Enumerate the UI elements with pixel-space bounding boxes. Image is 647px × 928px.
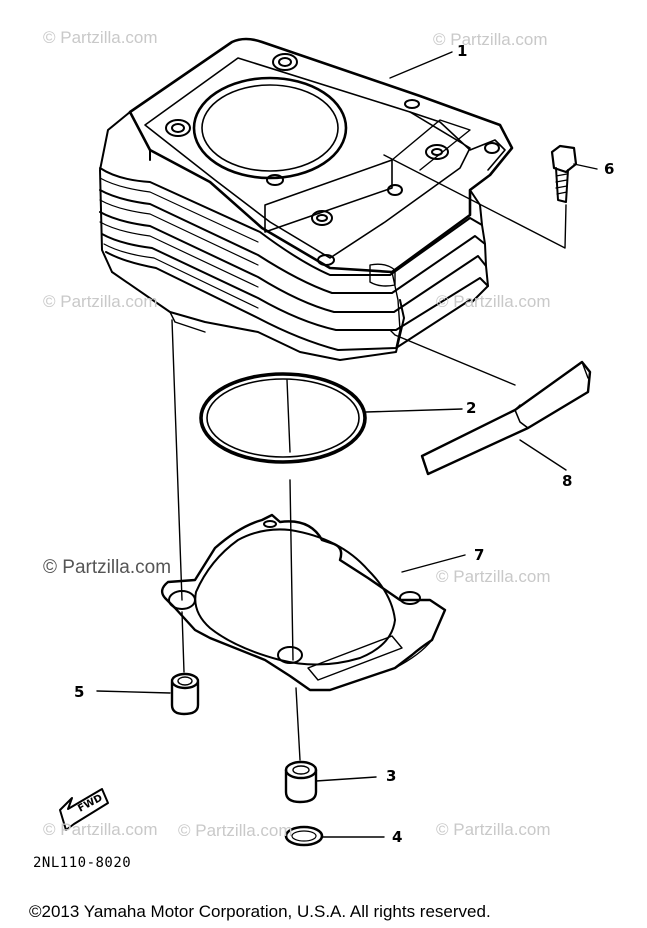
copyright-notice: ©2013 Yamaha Motor Corporation, U.S.A. A… bbox=[29, 902, 491, 921]
guide-stopper bbox=[420, 360, 592, 476]
callout-part-5: 5 bbox=[74, 683, 85, 701]
callout-part-8: 8 bbox=[562, 472, 573, 490]
watermark: © Partzilla.com bbox=[436, 567, 551, 586]
base-gasket bbox=[160, 513, 447, 692]
callout-part-1: 1 bbox=[457, 42, 468, 60]
watermark: © Partzilla.com bbox=[43, 820, 158, 839]
callout-part-2: 2 bbox=[466, 399, 477, 417]
cylinder-block bbox=[99, 37, 514, 361]
leader-lines bbox=[96, 51, 598, 838]
watermark: © Partzilla.com bbox=[43, 292, 158, 311]
o-ring bbox=[199, 372, 367, 464]
dowel-pin-5 bbox=[170, 672, 200, 716]
watermark: © Partzilla.com bbox=[433, 30, 548, 49]
watermark: © Partzilla.com bbox=[436, 820, 551, 839]
watermark: © Partzilla.com bbox=[43, 557, 172, 578]
watermark: © Partzilla.com bbox=[436, 292, 551, 311]
callout-part-6: 6 bbox=[604, 160, 615, 178]
dowel-pin-3 bbox=[284, 760, 318, 804]
diagram-part-code: 2NL110-8020 bbox=[33, 855, 132, 871]
callout-part-3: 3 bbox=[386, 767, 397, 785]
bolt bbox=[550, 144, 578, 203]
alignment-lines bbox=[171, 154, 567, 761]
callout-part-4: 4 bbox=[392, 828, 403, 846]
callout-part-7: 7 bbox=[474, 546, 485, 564]
watermark: © Partzilla.com bbox=[178, 821, 293, 840]
small-o-ring bbox=[284, 825, 324, 847]
watermark: © Partzilla.com bbox=[43, 28, 158, 47]
